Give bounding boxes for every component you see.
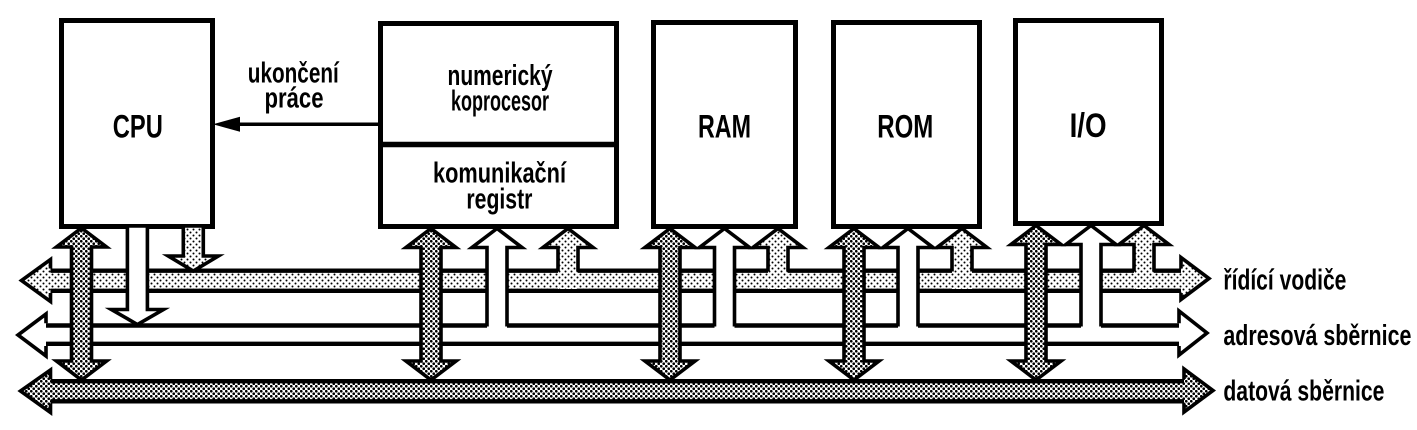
svg-text:datová sběrnice: datová sběrnice	[1223, 376, 1384, 408]
svg-text:řídící vodiče: řídící vodiče	[1223, 265, 1346, 297]
svg-text:komunikační: komunikační	[433, 158, 567, 190]
svg-text:CPU: CPU	[113, 109, 163, 145]
svg-text:práce: práce	[265, 83, 324, 115]
svg-text:numerický: numerický	[448, 60, 553, 92]
svg-text:I/O: I/O	[1070, 107, 1107, 145]
svg-text:RAM: RAM	[698, 109, 751, 145]
svg-text:ROM: ROM	[877, 109, 933, 145]
svg-text:registr: registr	[466, 184, 532, 216]
svg-text:koprocesor: koprocesor	[451, 86, 549, 118]
svg-text:ukončení: ukončení	[248, 58, 340, 90]
svg-text:adresová sběrnice: adresová sběrnice	[1223, 320, 1411, 352]
